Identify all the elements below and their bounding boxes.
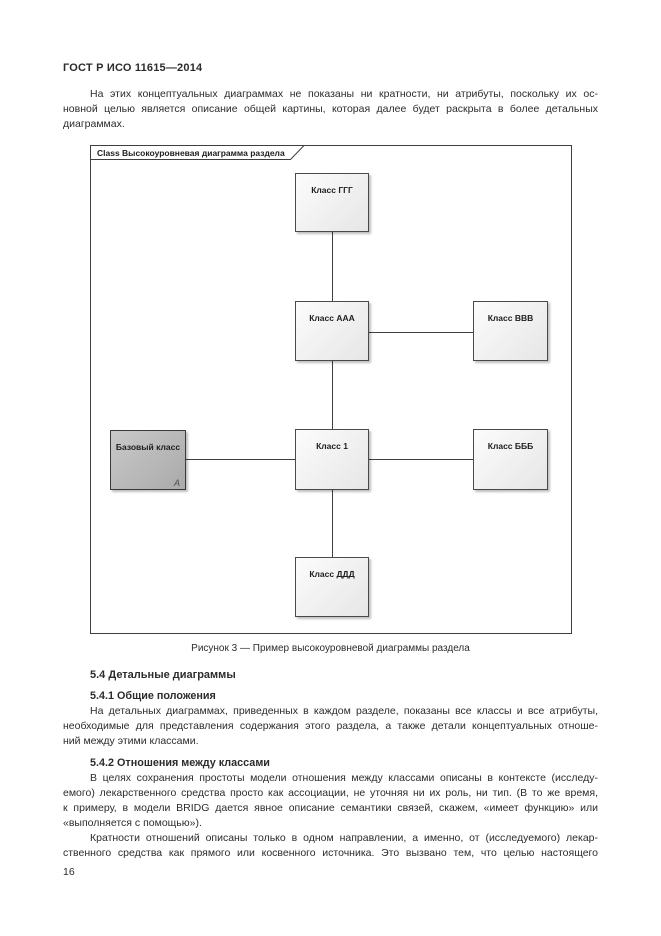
section-5-4-2-paragraph-1: В целях сохранения простоты модели отнош… (63, 771, 598, 831)
connector-ggg-aaa (332, 232, 333, 301)
uml-class-label: Класс ГГГ (311, 185, 353, 195)
section-heading-5-4-2: 5.4.2 Отношения между классами (90, 757, 270, 769)
section-heading-5-4: 5.4 Детальные диаграммы (90, 669, 236, 681)
intro-paragraph: На этих концептуальных диаграммах не пок… (63, 87, 598, 132)
abstract-marker: A (173, 478, 180, 488)
text-line: новной целью является описание общей кар… (63, 103, 598, 115)
uml-class-ggg: Класс ГГГ (295, 173, 369, 232)
section-heading-5-4-1: 5.4.1 Общие положения (90, 690, 216, 702)
text-line: к примеру, в модели BRIDG дается явное о… (63, 802, 598, 814)
uml-class-bbb: Класс БББ (473, 429, 548, 490)
uml-class-label: Класс БББ (487, 441, 534, 451)
text-line: На этих концептуальных диаграммах не пок… (90, 88, 598, 100)
section-5-4-2-paragraph-2: Кратности отношений описаны только в одн… (63, 831, 598, 861)
document-header: ГОСТ Р ИСО 11615—2014 (63, 62, 203, 74)
text-line: ственного средства как прямого или косве… (63, 847, 598, 859)
page-number: 16 (63, 866, 75, 878)
section-5-4-1-paragraph: На детальных диаграммах, приведенных в к… (63, 704, 598, 749)
text-line: ний между этими классами. (63, 735, 199, 747)
connector-k1-bbb (369, 459, 473, 460)
uml-class-ddd: Класс ДДД (295, 557, 369, 617)
uml-class-label: Класс ААА (309, 313, 355, 323)
uml-class-aaa: Класс ААА (295, 301, 369, 361)
text-line: На детальных диаграммах, приведенных в к… (90, 705, 598, 717)
uml-class-base: Базовый класс A (110, 430, 186, 490)
uml-class-label: Класс 1 (316, 441, 348, 451)
uml-class-label: Класс ВВВ (487, 313, 534, 323)
connector-aaa-k1 (332, 361, 333, 429)
text-line: емого) лекарственного средства просто ка… (63, 787, 598, 799)
text-line: необходимые для представления содержания… (63, 720, 598, 732)
text-line: Кратности отношений описаны только в одн… (90, 832, 598, 844)
text-line: «выполняется с помощью»). (63, 817, 202, 829)
text-line: В целях сохранения простоты модели отнош… (90, 772, 598, 784)
figure-caption: Рисунок 3 — Пример высокоуровневой диагр… (191, 643, 470, 654)
frame-tab-border-icon (90, 145, 305, 160)
uml-class-vvv: Класс ВВВ (473, 301, 548, 361)
frame-label: Class Высокоуровневая диаграмма раздела (97, 148, 285, 158)
connector-base-k1 (186, 459, 295, 460)
uml-frame: Class Высокоуровневая диаграмма раздела … (90, 145, 572, 634)
uml-class-label: Класс ДДД (309, 569, 355, 579)
text-line: диаграммах. (63, 118, 125, 130)
connector-aaa-vvv (369, 332, 473, 333)
uml-class-label: Базовый класс (115, 442, 181, 452)
connector-k1-ddd (332, 490, 333, 557)
page-content: ГОСТ Р ИСО 11615—2014 На этих концептуал… (63, 62, 598, 878)
uml-class-k1: Класс 1 (295, 429, 369, 490)
